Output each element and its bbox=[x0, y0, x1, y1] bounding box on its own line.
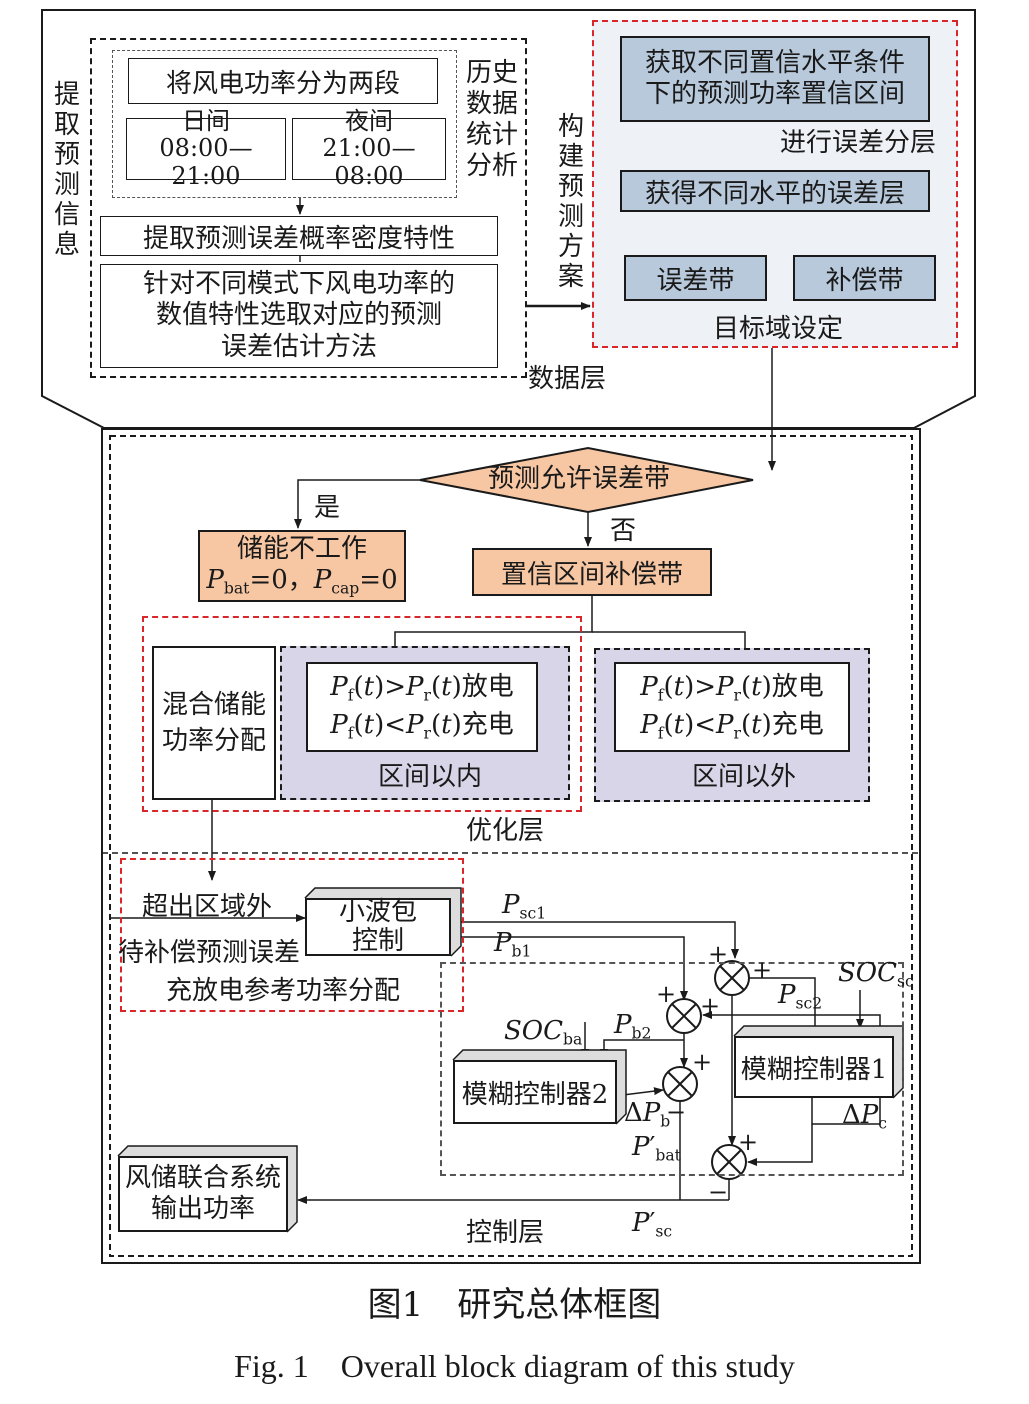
hess-control-region bbox=[440, 962, 904, 1176]
history-label: 历史数据统计分析 bbox=[465, 58, 518, 181]
idle-line-2: Pbat=0，Pcap=0 bbox=[206, 565, 398, 598]
error-layering-label: 进行误差分层 bbox=[780, 128, 937, 158]
night-box: 夜间 21:00—08:00 bbox=[292, 107, 446, 190]
wavelet-line-1: 小波包 bbox=[338, 897, 417, 928]
confidence-box: 获取不同置信水平条件 下的预测功率置信区间 bbox=[620, 36, 930, 122]
confidence-line-1: 获取不同置信水平条件 bbox=[644, 47, 905, 78]
hybrid-region bbox=[142, 616, 582, 812]
psc1-label: Psc1 bbox=[502, 890, 547, 923]
ref-alloc-region bbox=[120, 858, 464, 1012]
decision-diamond bbox=[419, 446, 754, 514]
line-psc2 bbox=[749, 977, 819, 1043]
comp-box: 置信区间补偿带 bbox=[472, 548, 712, 596]
split-box-text: 将风电功率分为两段 bbox=[165, 68, 400, 99]
outer-label: 区间以外 bbox=[692, 762, 797, 792]
psc-prime-label: P′sc bbox=[632, 1208, 673, 1241]
method-line-2: 数值特性选取对应的预测 bbox=[155, 300, 442, 331]
opt-layer-label: 优化层 bbox=[466, 816, 545, 846]
method-line-1: 针对不同模式下风电功率的 bbox=[142, 269, 455, 300]
night-time: 21:00—08:00 bbox=[322, 134, 416, 190]
hybrid-box: 混合储能 功率分配 bbox=[152, 646, 276, 800]
soc-ba-label: SOCba bbox=[504, 1016, 583, 1049]
fuzzy-controller-1: 模糊控制器1 bbox=[734, 1036, 894, 1098]
error-levels-box: 获得不同水平的误差层 bbox=[620, 170, 930, 212]
day-label: 日间 bbox=[182, 106, 230, 135]
ctrl-layer-label: 控制层 bbox=[466, 1218, 545, 1248]
hybrid-line-2: 功率分配 bbox=[161, 726, 266, 756]
confidence-line-2: 下的预测功率置信区间 bbox=[644, 79, 905, 109]
arrow-yes bbox=[294, 479, 420, 529]
inner-charge-rule: Pf(t)<Pr(t)充电 bbox=[330, 710, 514, 743]
output-line-1: 风储联合系统 bbox=[124, 1162, 281, 1193]
data-layer-label: 数据层 bbox=[528, 364, 607, 394]
side-label-extract: 提取预测信息 bbox=[53, 80, 80, 260]
outer-discharge-rule: Pf(t)>Pr(t)放电 bbox=[640, 671, 824, 705]
pending-label: 待补偿预测误差 bbox=[118, 938, 301, 968]
day-time: 08:00—21:00 bbox=[159, 134, 253, 190]
line-pb1 bbox=[460, 936, 688, 1001]
pb2-label: Pb2 bbox=[614, 1010, 652, 1043]
plus-j4-top: + bbox=[738, 1128, 759, 1156]
caption-cn: 图1 研究总体框图 bbox=[367, 1285, 662, 1325]
wavelet-box: 小波包 控制 bbox=[305, 898, 451, 956]
outer-charge-rule: Pf(t)<Pr(t)充电 bbox=[640, 710, 824, 743]
error-levels-text: 获得不同水平的误差层 bbox=[644, 178, 905, 209]
error-band-box: 误差带 bbox=[624, 255, 767, 301]
dpb-label: ΔPb bbox=[624, 1098, 671, 1131]
hybrid-line-1: 混合储能 bbox=[161, 689, 266, 720]
output-line-2: 输出功率 bbox=[150, 1194, 255, 1224]
line-dpc-to-j2 bbox=[702, 1011, 881, 1125]
outer-rule-box: Pf(t)>Pr(t)放电 Pf(t)<Pr(t)充电 bbox=[614, 662, 850, 752]
decision-label: 预测允许误差带 bbox=[488, 464, 671, 494]
idle-box: 储能不工作 Pbat=0，Pcap=0 bbox=[198, 530, 406, 602]
psc2-label: Psc2 bbox=[778, 980, 823, 1013]
split-box: 将风电功率分为两段 bbox=[128, 58, 438, 104]
comp-band-text: 补偿带 bbox=[825, 265, 904, 296]
line-psc1 bbox=[460, 921, 739, 959]
comp-box-text: 置信区间补偿带 bbox=[500, 559, 683, 590]
data-source-region bbox=[90, 38, 527, 378]
fuzzy2-text: 模糊控制器2 bbox=[461, 1079, 609, 1110]
lower-inner-dash bbox=[109, 435, 913, 1257]
target-domain-label: 目标域设定 bbox=[713, 314, 844, 344]
yes-label: 是 bbox=[314, 493, 341, 523]
inner-rule-box: Pf(t)>Pr(t)放电 Pf(t)<Pr(t)充电 bbox=[306, 662, 538, 752]
inner-label: 区间以内 bbox=[378, 762, 483, 792]
dpc-label: ΔPc bbox=[842, 1100, 888, 1133]
side-label-scheme: 构建预测方案 bbox=[557, 112, 584, 292]
extract-box: 提取预测误差概率密度特性 bbox=[100, 216, 498, 256]
arrow-comp-branch bbox=[394, 596, 593, 646]
method-box: 针对不同模式下风电功率的 数值特性选取对应的预测 误差估计方法 bbox=[100, 264, 498, 368]
extract-box-text: 提取预测误差概率密度特性 bbox=[142, 223, 455, 254]
line-dpc-to-j4 bbox=[747, 1124, 813, 1166]
plus-j2-top: + bbox=[656, 980, 677, 1008]
plus-j3-top: + bbox=[692, 1048, 713, 1076]
plus-j1-top: + bbox=[708, 940, 729, 968]
plus-j1-right: + bbox=[752, 956, 773, 984]
pb1-label: Pb1 bbox=[494, 928, 532, 961]
no-label: 否 bbox=[610, 516, 637, 546]
history-region bbox=[112, 50, 457, 198]
inner-discharge-rule: Pf(t)>Pr(t)放电 bbox=[330, 671, 514, 705]
plus-j2-right: + bbox=[700, 992, 721, 1020]
comp-band-box: 补偿带 bbox=[793, 255, 936, 301]
beyond-label: 超出区域外 bbox=[142, 892, 273, 922]
caption-en: Fig. 1 Overall block diagram of this stu… bbox=[234, 1348, 795, 1384]
pbat-prime-label: P′bat bbox=[632, 1132, 681, 1165]
arrow-comp-branch-right bbox=[592, 631, 746, 648]
error-band-text: 误差带 bbox=[656, 265, 735, 296]
lower-frame bbox=[101, 428, 921, 1264]
fuzzy1-text: 模糊控制器1 bbox=[740, 1054, 888, 1085]
output-box: 风储联合系统 输出功率 bbox=[118, 1156, 288, 1232]
fuzzy-controller-2: 模糊控制器2 bbox=[453, 1060, 617, 1124]
wavelet-line-2: 控制 bbox=[351, 926, 404, 956]
night-label: 夜间 bbox=[345, 106, 393, 135]
minus-j4: − bbox=[708, 1178, 729, 1206]
idle-line-1: 储能不工作 bbox=[236, 533, 367, 564]
minus-j3: − bbox=[666, 1098, 687, 1126]
soc-sc-label: SOCsc bbox=[838, 958, 914, 991]
ref-alloc-label: 充放电参考功率分配 bbox=[166, 976, 401, 1006]
method-line-3: 误差估计方法 bbox=[220, 331, 377, 362]
day-box: 日间 08:00—21:00 bbox=[126, 107, 286, 190]
